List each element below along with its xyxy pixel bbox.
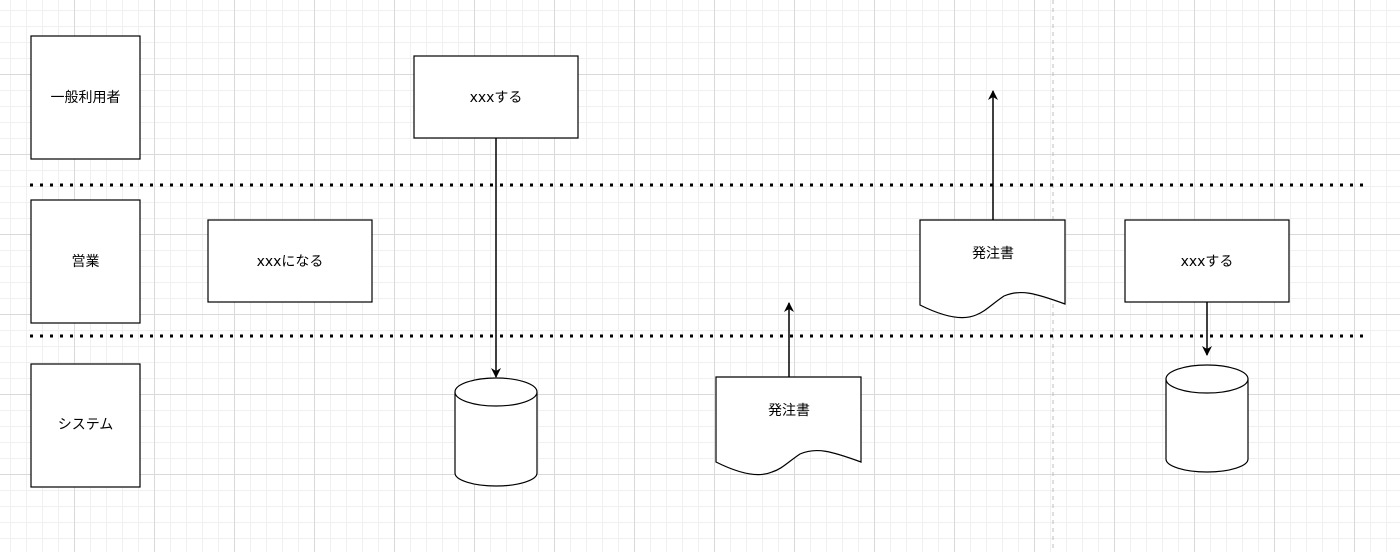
- lane-header-general-user[interactable]: 一般利用者: [30, 35, 141, 160]
- lane-header-sales[interactable]: 営業: [30, 199, 141, 324]
- database-cylinder-1[interactable]: [454, 377, 538, 487]
- document-label: 発注書: [768, 403, 810, 419]
- lane-label-general-user: 一般利用者: [51, 90, 121, 106]
- document-order-form-sales[interactable]: 発注書: [919, 219, 1066, 319]
- database-cylinder-2[interactable]: [1165, 364, 1249, 473]
- lane-label-system: システム: [58, 417, 114, 433]
- lane-label-sales: 営業: [72, 254, 100, 270]
- process-box-label: xxxする: [470, 90, 523, 106]
- process-box-label: xxxする: [1181, 254, 1234, 270]
- document-order-form-system[interactable]: 発注書: [715, 376, 862, 476]
- lane-header-system[interactable]: システム: [30, 363, 141, 488]
- document-label: 発注書: [972, 246, 1014, 262]
- process-box-general-user[interactable]: xxxする: [413, 55, 579, 139]
- process-box-sales-left[interactable]: xxxになる: [207, 219, 373, 303]
- process-box-sales-right[interactable]: xxxする: [1124, 219, 1290, 303]
- process-box-label: xxxになる: [257, 254, 324, 270]
